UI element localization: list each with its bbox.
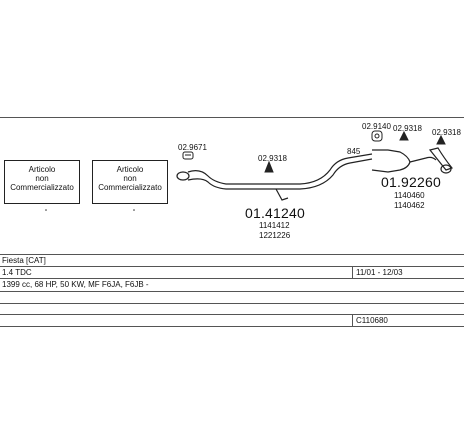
box-right-line1: Articolo xyxy=(116,165,144,174)
clamp-top-drawing xyxy=(371,130,383,142)
label-hanger-mid: 02.9318 xyxy=(258,154,287,163)
row-line-2 xyxy=(0,266,464,267)
box-left-line1: Articolo xyxy=(28,165,56,174)
label-clamp-top: 02.9140 xyxy=(362,122,391,131)
hanger-right-drawing xyxy=(399,130,409,141)
catalog-code: C110680 xyxy=(356,316,388,325)
label-hanger-right: 02.9318 xyxy=(393,124,422,133)
hanger-far-drawing xyxy=(436,134,446,145)
front-pipe-drawing xyxy=(176,153,373,201)
rear-part-number: 01.92260 xyxy=(381,174,441,190)
row-line-1 xyxy=(0,254,464,255)
clamp-left-drawing xyxy=(182,151,194,160)
vehicle-model: Fiesta [CAT] xyxy=(2,256,46,265)
vehicle-engine: 1.4 TDC xyxy=(2,268,32,277)
box-left-line2: non xyxy=(35,174,49,183)
rear-silencer-drawing xyxy=(371,147,454,174)
front-part-alt2: 1221226 xyxy=(259,231,291,240)
rear-part-alt2: 1140462 xyxy=(394,201,425,210)
col-divider-catalog xyxy=(352,314,353,326)
front-part-alt1: 1141412 xyxy=(259,221,290,230)
row-line-3 xyxy=(0,278,464,279)
not-marketed-box-right: Articolo non Commercializzato xyxy=(92,160,168,204)
col-divider-years xyxy=(352,266,353,278)
row-line-6 xyxy=(0,314,464,315)
dot-marker-right xyxy=(133,209,135,211)
front-part-number: 01.41240 xyxy=(245,205,305,221)
box-left-line3: Commercializzato xyxy=(10,183,74,192)
vehicle-spec: 1399 cc, 68 HP, 50 KW, MF F6JA, F6JB - xyxy=(2,280,149,289)
row-line-7 xyxy=(0,326,464,327)
dot-marker-left xyxy=(45,209,47,211)
label-mid-ref: 845 xyxy=(347,147,361,156)
box-right-line3: Commercializzato xyxy=(98,183,162,192)
label-clamp-left: 02.9671 xyxy=(178,143,207,152)
box-right-line2: non xyxy=(123,174,137,183)
rear-part-alt1: 1140460 xyxy=(394,191,425,200)
top-divider xyxy=(0,117,464,118)
hanger-mid-drawing xyxy=(264,160,274,173)
row-line-5 xyxy=(0,303,464,304)
not-marketed-box-left: Articolo non Commercializzato xyxy=(4,160,80,204)
label-hanger-far: 02.9318 xyxy=(432,128,461,137)
row-line-4 xyxy=(0,291,464,292)
vehicle-years: 11/01 - 12/03 xyxy=(356,268,403,277)
